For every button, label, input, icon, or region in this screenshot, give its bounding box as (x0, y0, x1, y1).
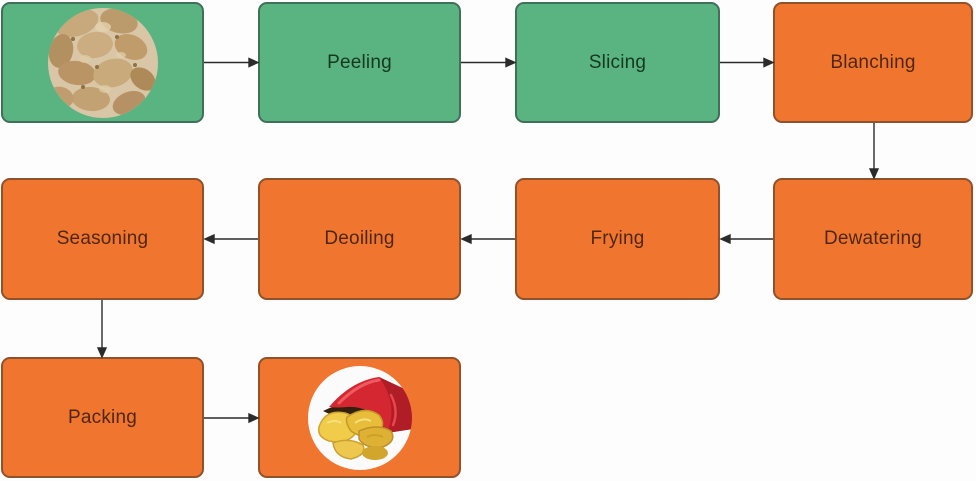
node-label: Packing (68, 406, 137, 428)
edge-dewatering-frying-arrow (719, 233, 773, 245)
node-frying: Frying (515, 178, 720, 300)
node-label: Slicing (588, 51, 647, 73)
edge-peeling-slicing-arrow (461, 57, 517, 68)
node-slicing: Slicing (515, 2, 720, 123)
node-label: Deoiling (324, 228, 395, 249)
edge-raw-potatoes-peeling-arrow (204, 57, 260, 68)
chips-bag-photo (307, 365, 412, 470)
node-deoiling: Deoiling (258, 178, 461, 300)
raw-potatoes-photo (47, 7, 158, 118)
node-raw-potatoes (1, 2, 204, 123)
node-packed-chips (258, 357, 461, 478)
node-label: Seasoning (56, 228, 149, 249)
node-label: Peeling (327, 51, 392, 73)
edge-deoiling-seasoning-arrow (203, 233, 258, 245)
node-label: Dewatering (823, 228, 923, 249)
node-peeling: Peeling (258, 2, 461, 123)
node-packing: Packing (1, 357, 204, 478)
node-label: Blanching (830, 51, 916, 73)
edge-blanching-dewatering-arrow (868, 123, 880, 180)
node-label: Frying (590, 228, 645, 249)
node-dewatering: Dewatering (773, 178, 973, 300)
edge-seasoning-packing-arrow (96, 300, 108, 359)
edge-slicing-blanching-arrow (720, 57, 775, 68)
node-seasoning: Seasoning (1, 178, 204, 300)
edge-packing-packed-chips-arrow (204, 412, 260, 424)
node-blanching: Blanching (773, 2, 973, 123)
edge-frying-deoiling-arrow (460, 233, 515, 245)
